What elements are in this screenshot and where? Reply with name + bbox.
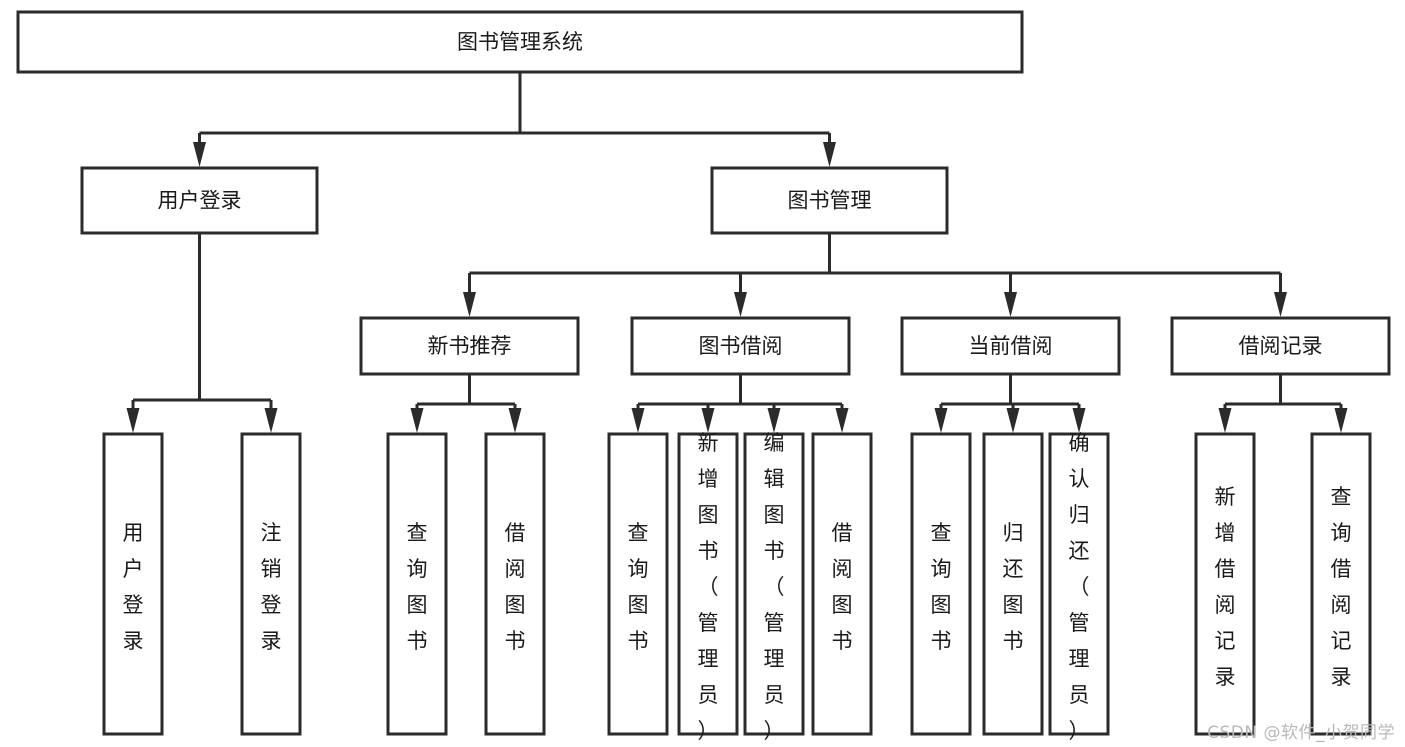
node-leaf-user-login[interactable]: 用户登录 xyxy=(102,432,164,736)
node-leaf-bb-borrow-book[interactable]: 借阅图书 xyxy=(811,432,873,736)
node-label: 查询借阅记录 xyxy=(1331,485,1352,689)
node-box xyxy=(1310,432,1372,736)
node-box xyxy=(484,432,546,736)
node-user-login[interactable]: 用户登录 xyxy=(80,166,319,235)
node-box xyxy=(386,432,448,736)
connector-group-new-book-rec xyxy=(410,374,522,433)
node-label: 用户登录 xyxy=(158,189,242,213)
node-label: 借阅图书 xyxy=(832,521,853,653)
node-leaf-bb-edit-book[interactable]: 编辑图书（管理员） xyxy=(743,431,805,743)
arrow-head-icon xyxy=(823,142,836,167)
arrow-head-icon xyxy=(1274,292,1287,317)
node-book-borrow[interactable]: 图书借阅 xyxy=(630,316,851,376)
node-box xyxy=(1048,432,1110,736)
node-box xyxy=(743,432,805,736)
arrow-head-icon xyxy=(1072,408,1086,433)
node-root[interactable]: 图书管理系统 xyxy=(16,10,1024,74)
node-layer: 图书管理系统用户登录图书管理新书推荐图书借阅当前借阅借阅记录用户登录注销登录查询… xyxy=(16,10,1391,743)
node-leaf-br-query-record[interactable]: 查询借阅记录 xyxy=(1310,432,1372,736)
node-label: 图书管理系统 xyxy=(457,30,583,54)
node-label: 当前借阅 xyxy=(969,334,1053,358)
node-borrow-record[interactable]: 借阅记录 xyxy=(1170,316,1391,376)
node-book-manage[interactable]: 图书管理 xyxy=(710,166,949,235)
node-new-book-rec[interactable]: 新书推荐 xyxy=(359,316,580,376)
connector-group-current-borrow xyxy=(934,374,1086,433)
connector-group-borrow-record xyxy=(1218,374,1348,433)
node-label: 借阅记录 xyxy=(1239,334,1323,358)
node-leaf-cb-confirm-return[interactable]: 确认归还（管理员） xyxy=(1048,431,1110,743)
arrow-head-icon xyxy=(1006,408,1020,433)
csdn-watermark: CSDN @软件_小贺同学 xyxy=(1207,723,1395,743)
node-leaf-bb-query-book[interactable]: 查询图书 xyxy=(607,432,669,736)
connector-layer xyxy=(126,72,1348,433)
node-box xyxy=(607,432,669,736)
node-leaf-user-logout[interactable]: 注销登录 xyxy=(240,432,302,736)
node-box xyxy=(240,432,302,736)
node-leaf-rec-query-book[interactable]: 查询图书 xyxy=(386,432,448,736)
node-box xyxy=(359,316,580,376)
arrow-head-icon xyxy=(701,408,715,433)
node-box xyxy=(80,166,319,235)
arrow-head-icon xyxy=(1218,408,1232,433)
node-current-borrow[interactable]: 当前借阅 xyxy=(900,316,1121,376)
arrow-head-icon xyxy=(126,408,140,433)
arrow-head-icon xyxy=(193,142,206,167)
arrow-head-icon xyxy=(264,408,278,433)
connector-group-book-borrow xyxy=(631,374,849,433)
node-box xyxy=(16,10,1024,74)
node-box xyxy=(1170,316,1391,376)
node-box xyxy=(677,432,739,736)
node-label: 编辑图书（管理员） xyxy=(764,431,785,743)
connector-group-user-login xyxy=(126,233,278,433)
node-box xyxy=(1194,432,1256,736)
node-box xyxy=(710,166,949,235)
node-label: 新书推荐 xyxy=(428,334,512,358)
node-label: 新增借阅记录 xyxy=(1215,485,1236,689)
node-label: 用户登录 xyxy=(123,521,144,653)
node-label: 图书管理 xyxy=(788,189,872,213)
node-leaf-cb-return-book[interactable]: 归还图书 xyxy=(982,432,1044,736)
node-leaf-br-add-record[interactable]: 新增借阅记录 xyxy=(1194,432,1256,736)
arrow-head-icon xyxy=(508,408,522,433)
node-box xyxy=(910,432,972,736)
node-leaf-rec-borrow-book[interactable]: 借阅图书 xyxy=(484,432,546,736)
arrow-head-icon xyxy=(934,408,948,433)
arrow-head-icon xyxy=(463,292,476,317)
node-label: 查询图书 xyxy=(931,521,952,653)
node-label: 注销登录 xyxy=(261,521,282,653)
node-label: 借阅图书 xyxy=(505,521,526,653)
arrow-head-icon xyxy=(767,408,781,433)
node-label: 查询图书 xyxy=(407,521,428,653)
node-label: 图书借阅 xyxy=(699,334,783,358)
node-leaf-cb-query-book[interactable]: 查询图书 xyxy=(910,432,972,736)
node-leaf-bb-add-book[interactable]: 新增图书（管理员） xyxy=(677,431,739,743)
arrow-head-icon xyxy=(835,408,849,433)
arrow-head-icon xyxy=(1004,292,1017,317)
node-box xyxy=(982,432,1044,736)
node-label: 查询图书 xyxy=(628,521,649,653)
node-label: 新增图书（管理员） xyxy=(698,431,719,743)
connector-group-book-manage xyxy=(463,233,1287,317)
node-box xyxy=(630,316,851,376)
arrow-head-icon xyxy=(410,408,424,433)
node-label: 确认归还（管理员） xyxy=(1069,431,1090,743)
arrow-head-icon xyxy=(1334,408,1348,433)
arrow-head-icon xyxy=(631,408,645,433)
connector-group-root xyxy=(193,72,836,167)
node-box xyxy=(102,432,164,736)
node-label: 归还图书 xyxy=(1003,521,1024,653)
arrow-head-icon xyxy=(734,292,747,317)
node-box xyxy=(900,316,1121,376)
node-box xyxy=(811,432,873,736)
